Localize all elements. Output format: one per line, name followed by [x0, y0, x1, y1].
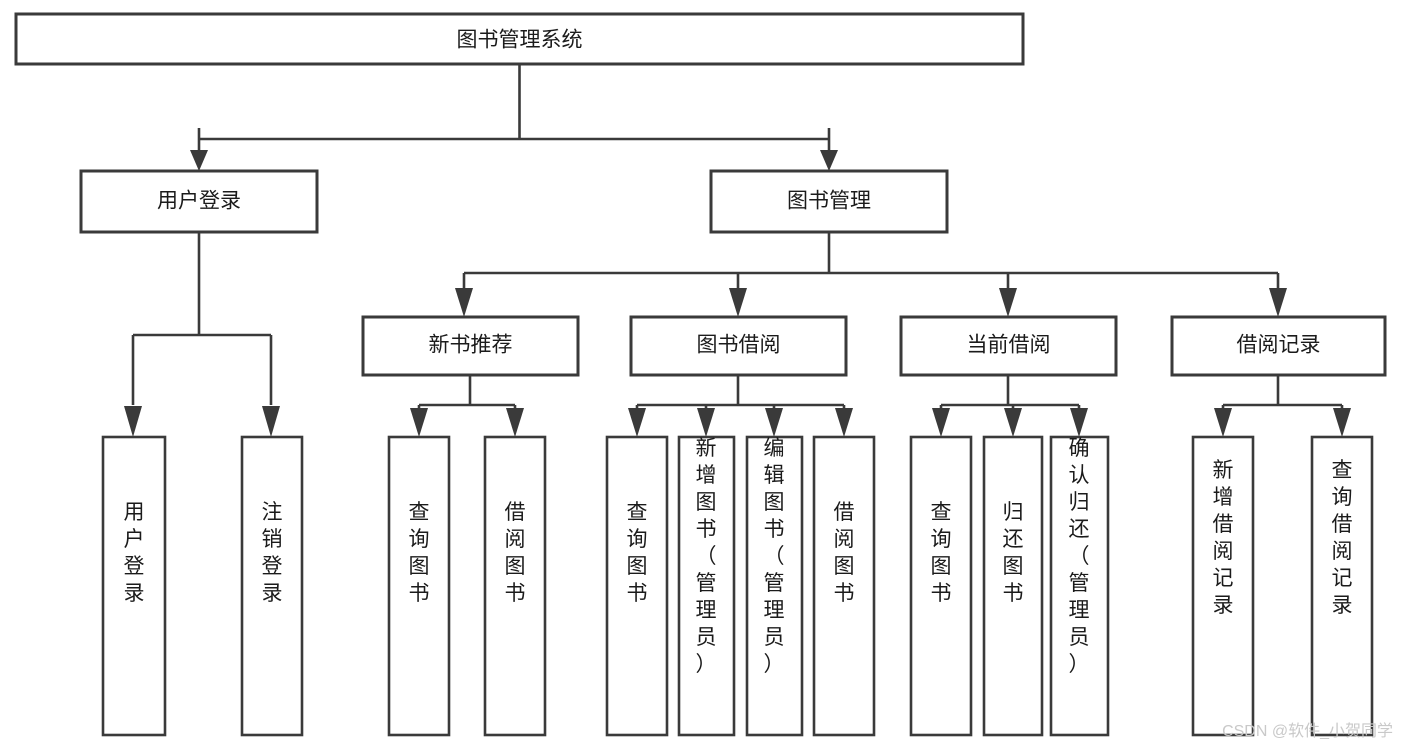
node-leaf-confirm-return-box[interactable] [1049, 435, 1110, 737]
csdn-watermark: CSDN @软件_小贺同学 [1222, 723, 1393, 740]
node-book-borrow-box[interactable] [629, 315, 848, 377]
arrowhead-leaf-add-book [697, 408, 715, 437]
node-leaf-add-record-label: 新增借阅记录 [1213, 459, 1234, 617]
arrowhead-leaf-confirm-return [1070, 408, 1088, 437]
node-leaf-add-record-box[interactable] [1191, 435, 1255, 737]
node-title[interactable]: 图书管理系统 [14, 12, 1025, 66]
node-current-borrow[interactable]: 当前借阅 [899, 315, 1118, 377]
connector-group-user-login [124, 232, 280, 437]
node-leaf-add-book-box[interactable] [677, 435, 736, 737]
arrowhead-leaf-add-record [1214, 408, 1232, 437]
node-leaf-user-login-label: 用户登录 [124, 501, 145, 605]
node-leaf-logout-login-label: 注销登录 [262, 501, 283, 605]
node-leaf-confirm-return-label: 确认归还（管理员） [1069, 437, 1090, 676]
node-user-login[interactable]: 用户登录 [79, 169, 319, 234]
node-leaf-user-login[interactable]: 用户登录 [101, 435, 167, 737]
arrowhead-leaf-query-record [1333, 408, 1351, 437]
node-leaf-query-record[interactable]: 查询借阅记录 [1310, 435, 1374, 737]
node-leaf-query-book-1-label: 查询图书 [409, 501, 430, 605]
node-borrow-record-box[interactable] [1170, 315, 1387, 377]
connector-group-new-book-recommend [410, 375, 524, 437]
node-leaf-query-book-2-box[interactable] [605, 435, 669, 737]
node-leaf-confirm-return[interactable]: 确认归还（管理员） [1049, 435, 1110, 737]
node-leaf-query-book-1-box[interactable] [387, 435, 451, 737]
node-title-label: 图书管理系统 [457, 29, 583, 52]
node-leaf-return-book[interactable]: 归还图书 [982, 435, 1044, 737]
node-book-borrow-label: 图书借阅 [697, 334, 781, 357]
node-leaf-borrow-book-1[interactable]: 借阅图书 [483, 435, 547, 737]
node-leaf-borrow-book-2-label: 借阅图书 [834, 501, 855, 605]
connector-group-book-manage [455, 232, 1287, 317]
connector-group-root [190, 64, 838, 171]
arrowhead-leaf-return-book [1004, 408, 1022, 437]
node-new-book-recommend-box[interactable] [361, 315, 580, 377]
node-book-manage-box[interactable] [709, 169, 949, 234]
connector-group-current-borrow [932, 375, 1088, 437]
node-borrow-record-label: 借阅记录 [1237, 334, 1321, 357]
node-leaf-query-book-2[interactable]: 查询图书 [605, 435, 669, 737]
node-leaf-query-book-3-box[interactable] [909, 435, 973, 737]
node-book-manage[interactable]: 图书管理 [709, 169, 949, 234]
node-leaf-query-book-3[interactable]: 查询图书 [909, 435, 973, 737]
arrowhead-leaf-borrow-book-1 [506, 408, 524, 437]
arrowhead-leaf-borrow-book-2 [835, 408, 853, 437]
arrowhead-leaf-query-book-2 [628, 408, 646, 437]
node-leaf-borrow-book-1-box[interactable] [483, 435, 547, 737]
node-book-manage-label: 图书管理 [787, 190, 871, 213]
node-leaf-edit-book-box[interactable] [745, 435, 804, 737]
arrowhead-leaf-logout-login [262, 406, 280, 437]
node-borrow-record[interactable]: 借阅记录 [1170, 315, 1387, 377]
node-leaf-query-record-box[interactable] [1310, 435, 1374, 737]
node-new-book-recommend-label: 新书推荐 [429, 334, 513, 357]
node-leaf-borrow-book-2[interactable]: 借阅图书 [812, 435, 876, 737]
node-leaf-logout-login-box[interactable] [240, 435, 304, 737]
node-leaf-edit-book[interactable]: 编辑图书（管理员） [745, 435, 804, 737]
node-user-login-label: 用户登录 [157, 190, 241, 213]
node-title-box[interactable] [14, 12, 1025, 66]
node-book-borrow[interactable]: 图书借阅 [629, 315, 848, 377]
node-leaf-borrow-book-2-box[interactable] [812, 435, 876, 737]
arrowhead-leaf-query-book-3 [932, 408, 950, 437]
node-leaf-query-record-label: 查询借阅记录 [1332, 459, 1353, 617]
node-leaf-logout-login[interactable]: 注销登录 [240, 435, 304, 737]
arrowhead-borrow-record [1269, 288, 1287, 317]
arrowhead-leaf-user-login [124, 406, 142, 437]
node-leaf-return-book-label: 归还图书 [1003, 501, 1024, 605]
arrowhead-user-login [190, 150, 208, 171]
arrowhead-book-manage [820, 150, 838, 171]
arrowhead-leaf-query-book-1 [410, 408, 428, 437]
arrowhead-new-book-recommend [455, 288, 473, 317]
arrowhead-leaf-edit-book [765, 408, 783, 437]
node-new-book-recommend[interactable]: 新书推荐 [361, 315, 580, 377]
node-leaf-add-book[interactable]: 新增图书（管理员） [677, 435, 736, 737]
node-leaf-add-book-label: 新增图书（管理员） [696, 437, 717, 676]
node-current-borrow-label: 当前借阅 [967, 334, 1051, 357]
node-leaf-query-book-1[interactable]: 查询图书 [387, 435, 451, 737]
node-leaf-user-login-box[interactable] [101, 435, 167, 737]
node-leaf-add-record[interactable]: 新增借阅记录 [1191, 435, 1255, 737]
node-leaf-borrow-book-1-label: 借阅图书 [505, 501, 526, 605]
connector-group-book-borrow [628, 375, 853, 437]
node-leaf-query-book-3-label: 查询图书 [931, 501, 952, 605]
node-user-login-box[interactable] [79, 169, 319, 234]
node-leaf-edit-book-label: 编辑图书（管理员） [764, 437, 785, 676]
node-leaf-return-book-box[interactable] [982, 435, 1044, 737]
arrowhead-current-borrow [999, 288, 1017, 317]
connector-group-borrow-record [1214, 375, 1351, 437]
node-leaf-query-book-2-label: 查询图书 [627, 501, 648, 605]
arrowhead-book-borrow [729, 288, 747, 317]
node-current-borrow-box[interactable] [899, 315, 1118, 377]
